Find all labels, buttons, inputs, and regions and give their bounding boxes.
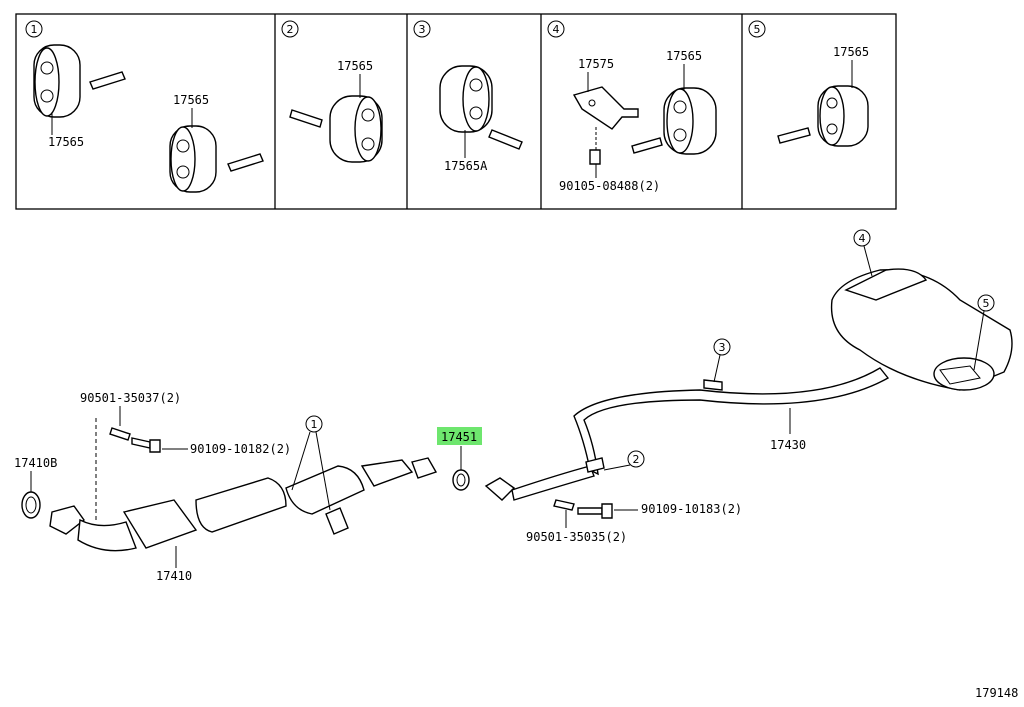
bolt-90109-10182 [131,437,161,453]
label-90501-35037: 90501-35037(2) [80,391,181,405]
panel-3-index: 3 [413,20,431,38]
stud-90501-35037 [95,418,131,520]
panel-1-index: 1 [25,20,43,38]
callout-1: 1 [291,415,331,511]
panel-4-bracket [572,86,639,165]
bolt-90109-10183 [577,503,613,519]
panel-4-label-hanger: 17565 [666,49,702,63]
callout-2: 2 [603,450,645,471]
panel-3-label: 17565A [444,159,488,173]
panel-1-hanger-a [33,44,126,118]
panel-3-hanger [439,65,523,150]
panel-2-index: 2 [281,20,299,38]
panel-2-hanger [289,95,383,163]
panel-5-hanger [777,85,869,147]
panel-1-label-a: 17565 [48,135,84,149]
label-90109-10182: 90109-10182(2) [190,442,291,456]
stud-90501-35035 [553,499,575,511]
gasket-17410B [21,491,41,519]
label-17451-highlight [437,427,482,445]
panel-1-label-b: 17565 [173,93,209,107]
tail-pipe-17430 [484,268,1013,501]
label-90501-35035: 90501-35035(2) [526,530,627,544]
callout-4: 4 [853,229,873,277]
svg-text:5: 5 [983,297,990,310]
svg-text:4: 4 [859,232,866,245]
label-90109-10183: 90109-10183(2) [641,502,742,516]
panel-5-label: 17565 [833,45,869,59]
diagram-id: 179148 [975,686,1018,700]
panel-5-index: 5 [748,20,766,38]
svg-text:5: 5 [754,23,761,36]
panel-2-label: 17565 [337,59,373,73]
callout-5: 5 [973,294,995,371]
front-pipe-17410 [49,457,438,552]
svg-text:4: 4 [553,23,560,36]
gasket-17451 [452,469,470,491]
svg-text:3: 3 [419,23,426,36]
label-17410: 17410 [156,569,192,583]
svg-text:3: 3 [719,341,726,354]
svg-text:2: 2 [633,453,640,466]
panel-4-label-bolt: 90105-08488(2) [559,179,660,193]
hanger-panels: 1 2 3 4 5 17565 [15,13,897,210]
panel-4-label-bracket: 17575 [578,57,614,71]
panel-1-hanger-b [169,125,264,193]
panel-4-index: 4 [547,20,565,38]
label-17451: 17451 [441,430,477,444]
label-17430: 17430 [770,438,806,452]
callout-3: 3 [713,338,731,383]
svg-text:1: 1 [311,418,318,431]
panel-4-hanger [631,87,717,155]
svg-text:1: 1 [31,23,38,36]
svg-text:2: 2 [287,23,294,36]
label-17410B: 17410B [14,456,57,470]
